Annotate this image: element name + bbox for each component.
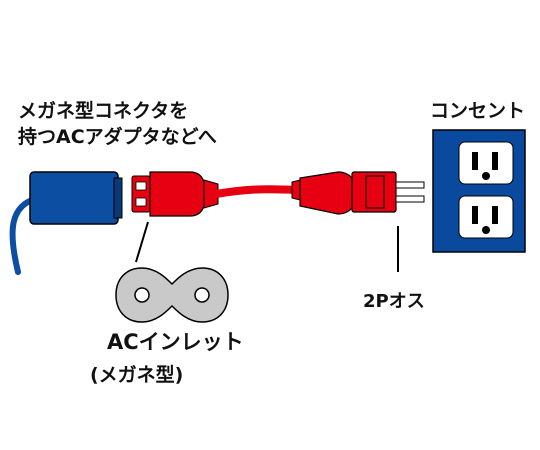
ac-adapter-icon bbox=[29, 171, 123, 225]
figure-eight-inlet-icon bbox=[115, 267, 229, 323]
inlet-label-line2: (メガネ型) bbox=[90, 364, 184, 386]
figure-eight-connector bbox=[131, 171, 219, 217]
power-cord bbox=[212, 185, 299, 198]
outlet-label: コンセント bbox=[430, 100, 526, 122]
inlet-label-line1: ACインレット bbox=[107, 330, 244, 354]
inlet-leader-line bbox=[135, 221, 149, 263]
adapter-label-line2: 持つACアダプタなどへ bbox=[18, 126, 217, 148]
two-pin-plug-icon bbox=[291, 171, 425, 215]
adapter-label-line1: メガネ型コネクタを bbox=[18, 100, 189, 122]
wall-outlet-icon bbox=[432, 129, 526, 253]
plug-label: 2Pオス bbox=[363, 291, 425, 312]
